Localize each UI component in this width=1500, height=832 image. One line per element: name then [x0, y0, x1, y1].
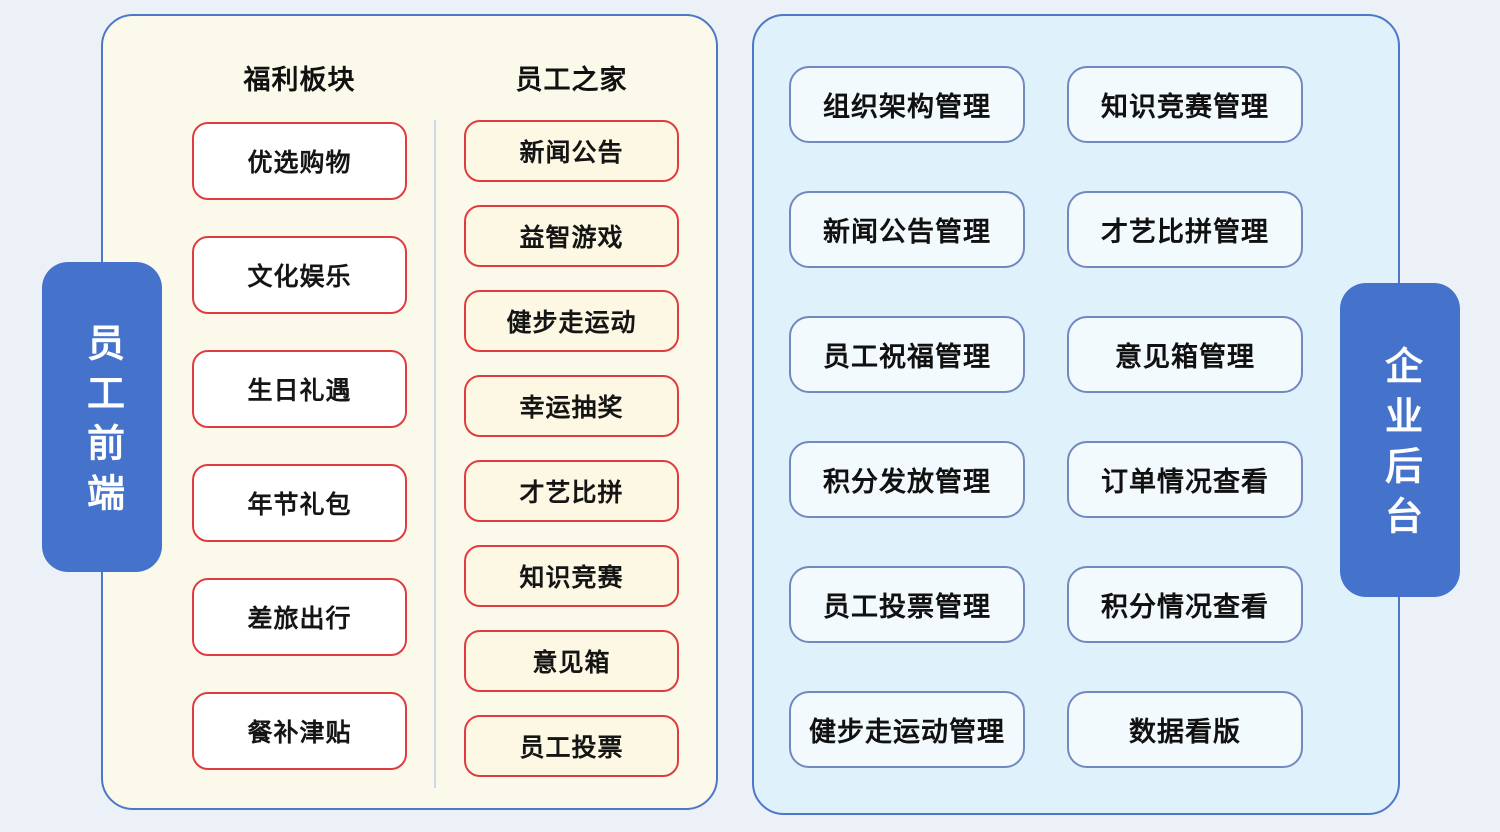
backend-box-points-issue: 积分发放管理 — [789, 441, 1025, 518]
backend-box-quiz-mgmt: 知识竞赛管理 — [1067, 66, 1303, 143]
enterprise-backend-panel: 组织架构管理 知识竞赛管理 新闻公告管理 才艺比拼管理 员工祝福管理 意见箱管理… — [752, 14, 1400, 815]
backend-box-walking-mgmt: 健步走运动管理 — [789, 691, 1025, 768]
backend-box-vote-mgmt: 员工投票管理 — [789, 566, 1025, 643]
welfare-box-birthday: 生日礼遇 — [192, 350, 407, 428]
backend-box-org: 组织架构管理 — [789, 66, 1025, 143]
backend-grid: 组织架构管理 知识竞赛管理 新闻公告管理 才艺比拼管理 员工祝福管理 意见箱管理… — [789, 66, 1303, 768]
backend-box-news-mgmt: 新闻公告管理 — [789, 191, 1025, 268]
home-box-games: 益智游戏 — [464, 205, 679, 267]
employee-home-column: 新闻公告 益智游戏 健步走运动 幸运抽奖 才艺比拼 知识竞赛 意见箱 员工投票 — [464, 120, 679, 777]
backend-box-suggestion-mgmt: 意见箱管理 — [1067, 316, 1303, 393]
welfare-section-header: 福利板块 — [243, 65, 356, 95]
backend-box-blessing-mgmt: 员工祝福管理 — [789, 316, 1025, 393]
welfare-column: 优选购物 文化娱乐 生日礼遇 年节礼包 差旅出行 餐补津贴 — [192, 122, 407, 770]
backend-box-dashboard: 数据看版 — [1067, 691, 1303, 768]
employee-home-header: 员工之家 — [515, 65, 628, 95]
welfare-box-travel: 差旅出行 — [192, 578, 407, 656]
home-box-lottery: 幸运抽奖 — [464, 375, 679, 437]
home-box-suggestion: 意见箱 — [464, 630, 679, 692]
welfare-box-meal: 餐补津贴 — [192, 692, 407, 770]
home-box-talent: 才艺比拼 — [464, 460, 679, 522]
home-box-vote: 员工投票 — [464, 715, 679, 777]
employee-frontend-panel: 福利板块 员工之家 优选购物 文化娱乐 生日礼遇 年节礼包 差旅出行 餐补津贴 … — [101, 14, 718, 810]
backend-box-talent-mgmt: 才艺比拼管理 — [1067, 191, 1303, 268]
enterprise-backend-tab: 企业后台 — [1340, 283, 1460, 597]
column-divider — [434, 120, 436, 788]
home-box-walking: 健步走运动 — [464, 290, 679, 352]
welfare-box-festival: 年节礼包 — [192, 464, 407, 542]
employee-frontend-tab: 员工前端 — [42, 262, 162, 572]
home-box-quiz: 知识竞赛 — [464, 545, 679, 607]
backend-box-points-view: 积分情况查看 — [1067, 566, 1303, 643]
welfare-box-culture: 文化娱乐 — [192, 236, 407, 314]
backend-box-orders-view: 订单情况查看 — [1067, 441, 1303, 518]
home-box-news: 新闻公告 — [464, 120, 679, 182]
welfare-box-shopping: 优选购物 — [192, 122, 407, 200]
